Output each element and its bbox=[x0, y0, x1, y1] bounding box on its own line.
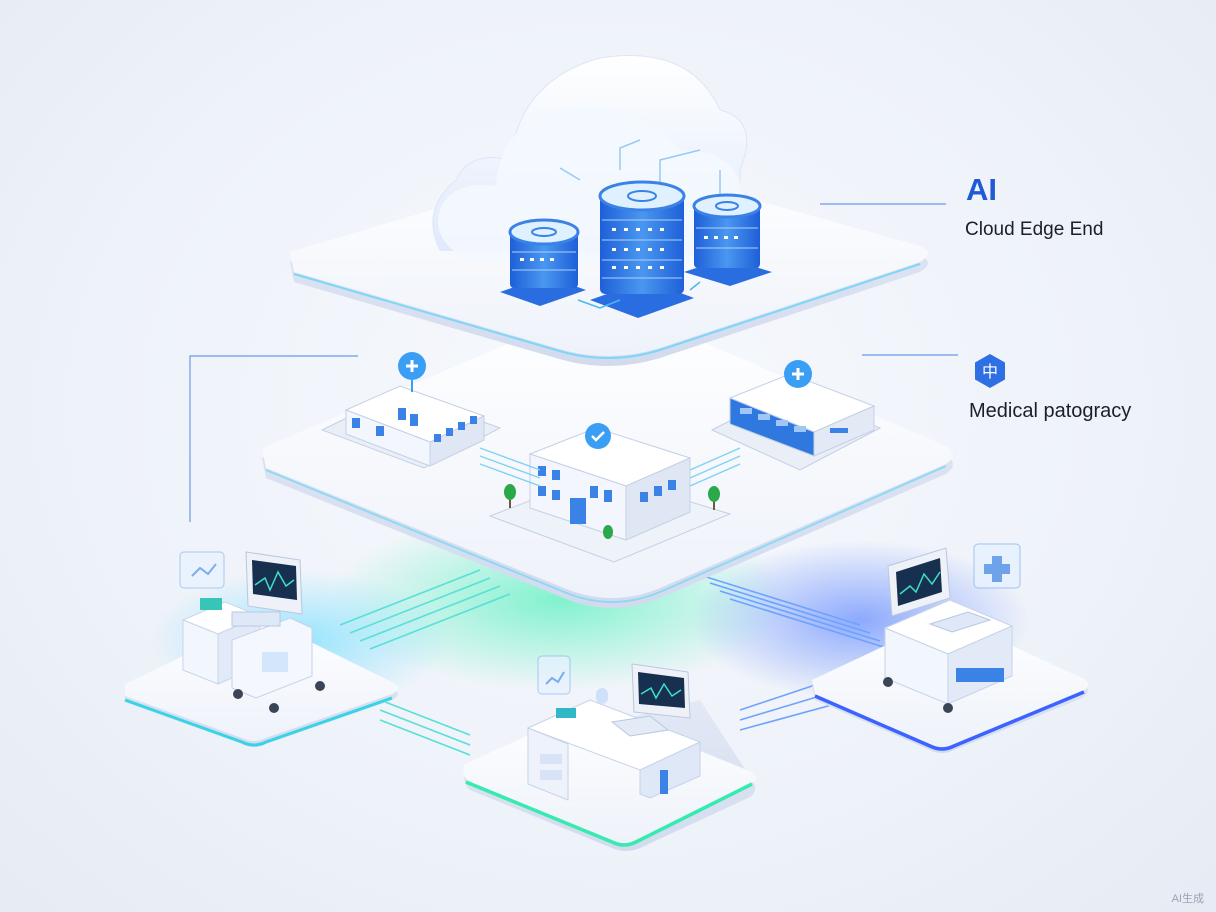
floating-panel-icon bbox=[537, 655, 571, 695]
end-platform-right bbox=[812, 543, 1088, 753]
monitor-icon bbox=[231, 551, 303, 627]
server-stack-icon bbox=[500, 218, 586, 306]
end-platform-center bbox=[463, 655, 757, 851]
cloud-layer-label: Cloud Edge End bbox=[965, 219, 1104, 240]
hospital-icon bbox=[710, 360, 882, 471]
server-stack-icon bbox=[590, 180, 694, 318]
edge-layer-label: Medical patogracy bbox=[969, 400, 1132, 422]
monitor-icon bbox=[887, 547, 951, 617]
tree-icon bbox=[504, 484, 720, 539]
watermark: AI生成 bbox=[1171, 893, 1204, 905]
badge-glyph: 中 bbox=[982, 362, 998, 381]
floating-panel-icon bbox=[973, 543, 1021, 589]
server-links bbox=[577, 281, 701, 309]
end-platform-left bbox=[124, 551, 398, 747]
desk-icon bbox=[526, 688, 702, 801]
callout-lines bbox=[189, 203, 958, 522]
diagram-title: AI bbox=[966, 172, 997, 207]
monitor-icon bbox=[610, 663, 691, 737]
hospital-icon bbox=[320, 352, 502, 469]
medical-cart-icon bbox=[883, 599, 1014, 713]
hospital-icon bbox=[488, 423, 732, 563]
end-connection-lines bbox=[339, 569, 891, 756]
edge-links bbox=[479, 447, 741, 487]
medical-cart-icon bbox=[181, 598, 325, 713]
server-stack-icon bbox=[684, 193, 772, 286]
floating-panel-icon bbox=[179, 551, 225, 589]
medical-badge-icon: 中 bbox=[975, 354, 1005, 388]
